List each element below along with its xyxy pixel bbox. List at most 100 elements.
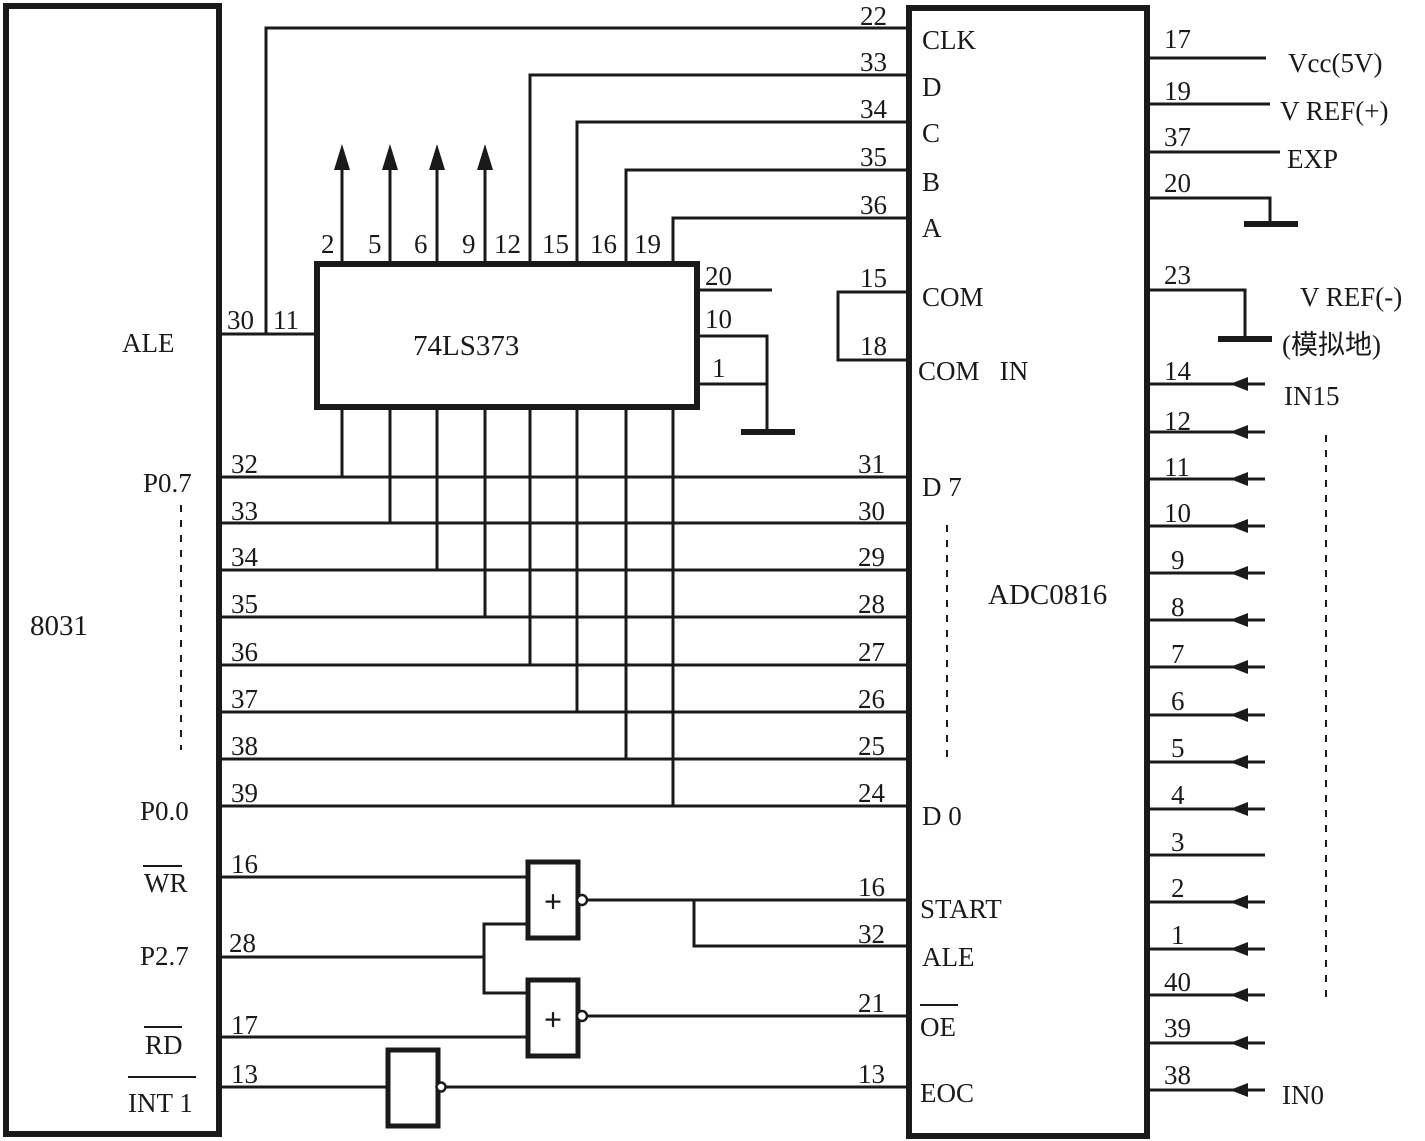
svg-text:38: 38	[231, 731, 258, 761]
mcu-signal-p07: P0.7	[143, 468, 192, 498]
svg-text:35: 35	[860, 142, 887, 172]
svg-text:39: 39	[1164, 1013, 1191, 1043]
wire-start-ale-net	[587, 898, 909, 948]
svg-text:36: 36	[231, 637, 258, 667]
svg-text:3: 3	[1171, 827, 1185, 857]
svg-text:35: 35	[231, 589, 258, 619]
nor-gate-oe: +	[525, 977, 589, 1059]
wire-latch-pin10	[697, 334, 769, 432]
svg-text:CLK: CLK	[922, 25, 977, 55]
svg-text:10: 10	[705, 304, 732, 334]
wire-addr-a	[671, 216, 909, 264]
svg-text:IN0: IN0	[1282, 1080, 1324, 1110]
adc-right-pin-numbers: 17 19 37 20 23 14 12 11 10 9 8 7 6 5 4 3…	[1164, 24, 1192, 1090]
svg-text:40: 40	[1164, 967, 1191, 997]
wire-addr-d	[528, 73, 909, 264]
svg-text:7: 7	[1171, 639, 1185, 669]
svg-text:OE: OE	[920, 1012, 956, 1042]
svg-text:V REF(+): V REF(+)	[1280, 96, 1389, 126]
inverter-eoc	[385, 1047, 447, 1129]
wire-clk	[264, 26, 909, 334]
wire-p27-upper	[219, 922, 528, 959]
svg-text:1: 1	[1171, 920, 1185, 950]
svg-text:20: 20	[1164, 168, 1191, 198]
svg-text:26: 26	[858, 684, 885, 714]
svg-text:37: 37	[1164, 122, 1191, 152]
svg-text:V REF(-): V REF(-)	[1300, 282, 1402, 312]
svg-text:33: 33	[231, 496, 258, 526]
adc-left-pin-numbers: 22 33 34 35 36 15 18 31 30 29 28 27 26 2…	[858, 1, 888, 1089]
svg-text:17: 17	[1164, 24, 1191, 54]
svg-text:36: 36	[860, 190, 887, 220]
svg-text:ALE: ALE	[922, 942, 974, 972]
mcu-pin-numbers: 30 11 32 33 34 35 36 37 38 39 16 28 17 1…	[227, 305, 299, 1089]
svg-text:9: 9	[1171, 545, 1185, 575]
svg-text:A: A	[922, 213, 942, 243]
wire-vref-minus	[1147, 288, 1247, 339]
svg-text:30: 30	[227, 305, 254, 335]
latch-unused-outputs	[334, 144, 493, 264]
svg-text:1: 1	[712, 353, 726, 383]
svg-text:12: 12	[494, 229, 521, 259]
svg-text:19: 19	[634, 229, 661, 259]
svg-text:16: 16	[590, 229, 617, 259]
net-labels: Vcc(5V) V REF(+) EXP V REF(-) (模拟地) IN15…	[1280, 48, 1402, 1110]
chip-adc0816-label: ADC0816	[988, 579, 1107, 611]
svg-text:13: 13	[858, 1059, 885, 1089]
svg-text:30: 30	[858, 496, 885, 526]
svg-text:EXP: EXP	[1287, 144, 1338, 174]
svg-text:27: 27	[858, 637, 885, 667]
svg-text:11: 11	[1164, 452, 1190, 482]
svg-text:16: 16	[231, 849, 258, 879]
wire-addr-c	[575, 120, 909, 264]
svg-text:5: 5	[368, 229, 382, 259]
svg-text:D 0: D 0	[922, 801, 962, 831]
wire-com-loop	[836, 290, 909, 362]
svg-text:18: 18	[860, 331, 887, 361]
mcu-signal-p27: P2.7	[140, 941, 189, 971]
data-bus	[219, 407, 909, 808]
svg-text:2: 2	[321, 229, 335, 259]
svg-text:19: 19	[1164, 76, 1191, 106]
svg-text:23: 23	[1164, 260, 1191, 290]
svg-text:37: 37	[231, 684, 258, 714]
svg-text:28: 28	[858, 589, 885, 619]
wire-addr-b	[624, 168, 909, 264]
latch-pin-numbers: 2 5 6 9 12 15 16 19 20 10 1	[321, 229, 732, 383]
svg-text:EOC: EOC	[920, 1078, 974, 1108]
svg-text:5: 5	[1171, 733, 1185, 763]
wire-gnd	[1147, 196, 1272, 224]
svg-text:31: 31	[858, 449, 885, 479]
svg-text:34: 34	[860, 94, 888, 124]
svg-text:22: 22	[860, 1, 887, 31]
mcu-signal-p00: P0.0	[140, 796, 189, 826]
svg-text:28: 28	[229, 928, 256, 958]
chip-8031-body	[3, 3, 222, 1137]
svg-text:13: 13	[231, 1059, 258, 1089]
svg-text:32: 32	[231, 449, 258, 479]
svg-text:21: 21	[858, 988, 885, 1018]
svg-text:38: 38	[1164, 1060, 1191, 1090]
svg-text:C: C	[922, 118, 940, 148]
chip-8031-label: 8031	[30, 610, 88, 642]
mcu-signal-wr: WR	[144, 868, 188, 898]
svg-text:2: 2	[1171, 873, 1185, 903]
svg-text:20: 20	[705, 261, 732, 291]
svg-text:15: 15	[542, 229, 569, 259]
analog-input-lines	[1147, 377, 1265, 1097]
svg-text:8: 8	[1171, 592, 1185, 622]
svg-text:25: 25	[858, 731, 885, 761]
svg-text:29: 29	[858, 542, 885, 572]
svg-text:4: 4	[1171, 780, 1185, 810]
svg-text:17: 17	[231, 1010, 258, 1040]
adc-signal-labels: CLK D C B A COM COM IN D 7 D 0 START ALE…	[918, 25, 1028, 1108]
chip-74ls373-label: 74LS373	[413, 330, 519, 362]
wire-p27-lower	[482, 957, 528, 995]
mcu-signal-ale: ALE	[122, 328, 174, 358]
svg-text:10: 10	[1164, 498, 1191, 528]
svg-text:6: 6	[1171, 686, 1185, 716]
svg-text:6: 6	[414, 229, 428, 259]
svg-text:14: 14	[1164, 356, 1192, 386]
svg-text:11: 11	[273, 305, 299, 335]
svg-text:D: D	[922, 72, 942, 102]
